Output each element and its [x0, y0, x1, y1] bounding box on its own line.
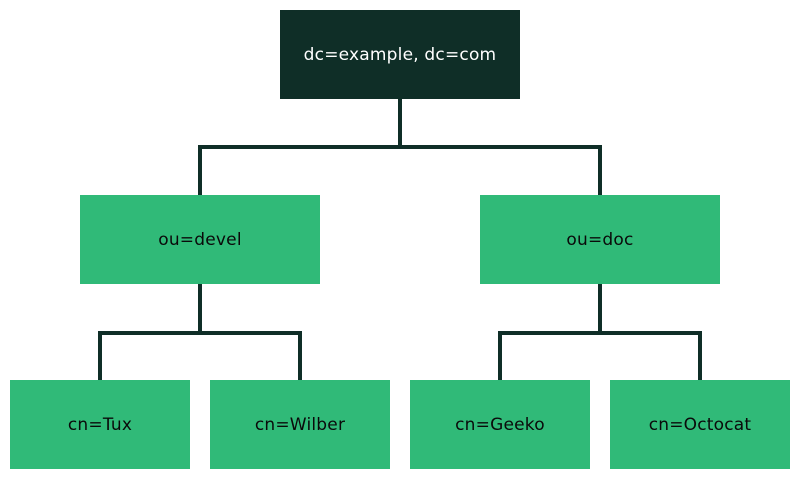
cn-node-octocat: cn=Octocat [610, 380, 790, 469]
connector-ou-doc-to-cn-octocat [598, 331, 702, 382]
cn-node-geeko: cn=Geeko [410, 380, 590, 469]
ou-node-doc: ou=doc [480, 195, 720, 284]
connector-ou-devel-to-cn-tux [98, 282, 202, 382]
connector-root-to-ou-doc [398, 145, 602, 197]
connector-ou-doc-to-cn-geeko [498, 282, 602, 382]
ou-node-devel: ou=devel [80, 195, 320, 284]
connector-ou-devel-to-cn-wilber [198, 331, 302, 382]
cn-node-wilber: cn=Wilber [210, 380, 390, 469]
cn-node-tux: cn=Tux [10, 380, 190, 469]
root-node: dc=example, dc=com [280, 10, 520, 99]
connector-root-to-ou-devel [198, 97, 402, 197]
